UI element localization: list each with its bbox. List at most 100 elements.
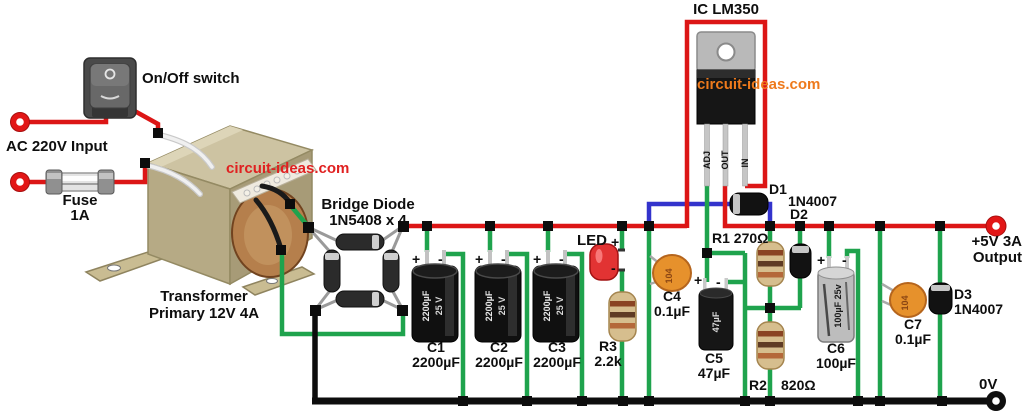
r3-label: R3	[599, 338, 617, 354]
output-rail	[722, 186, 988, 229]
fuse-value: 1A	[70, 207, 90, 224]
terminal-ac-neutral	[10, 172, 30, 192]
resistor-r3	[608, 291, 637, 342]
d1-label: D1	[769, 181, 787, 197]
c3-plus: +	[533, 251, 542, 267]
bridge-label: Bridge Diode	[321, 196, 415, 213]
d1-value: 1N4007	[788, 193, 838, 209]
c4-label: C4	[663, 288, 681, 304]
wires-red	[20, 19, 988, 229]
pin-label-adj: ADJ	[702, 151, 712, 169]
diode-d3	[928, 282, 953, 315]
transformer	[84, 125, 317, 296]
led-minus: -	[611, 260, 616, 276]
c6-minus: -	[842, 252, 847, 268]
c7-body-text: 104	[900, 295, 910, 310]
capacitor-c4: 104	[649, 254, 692, 292]
led	[589, 243, 625, 281]
junction-dots	[140, 128, 947, 406]
capacitor-c1: 2200µF 25 V	[411, 250, 459, 343]
secondary-wire-2	[253, 197, 284, 252]
capacitor-c2: 2200µF 25 V	[474, 250, 522, 343]
pin-label-out: OUT	[720, 150, 730, 170]
c2-minus: -	[501, 251, 506, 267]
c3-minus: -	[559, 251, 564, 267]
bridge-diode-right	[382, 249, 400, 293]
c1-body-text: 2200µF	[421, 290, 431, 321]
d3-label: D3	[954, 286, 972, 302]
c6-label: C6	[827, 340, 845, 356]
ic-label: IC LM350	[693, 1, 759, 18]
d2-label: D2	[790, 206, 808, 222]
c7-value: 0.1µF	[894, 331, 932, 347]
led-label: LED	[577, 232, 607, 249]
output-label: Output	[972, 249, 1022, 266]
c2-plus: +	[475, 251, 484, 267]
c5-value: 47µF	[697, 365, 731, 381]
watermark-right: circuit-ideas.com	[697, 76, 821, 93]
bridge-rectifier	[306, 224, 405, 312]
c6-body-text: 100µF 25v	[833, 284, 843, 327]
ac-input-label: AC 220V Input	[6, 138, 108, 155]
c1-minus: -	[438, 251, 443, 267]
c6-plus: +	[817, 252, 826, 268]
svg-text:25 V: 25 V	[434, 297, 444, 316]
r1-label: R1 270Ω	[712, 230, 769, 246]
pin-label-in: IN	[740, 159, 750, 168]
bridge-diode-left	[323, 249, 341, 293]
c4-value: 0.1µF	[653, 303, 691, 319]
gnd-label: 0V	[979, 376, 998, 393]
c2-body-text: 2200µF	[484, 290, 494, 321]
c1-label: C1	[427, 339, 445, 355]
fuse-label: Fuse	[62, 192, 98, 209]
wire-blue	[646, 201, 773, 226]
r3-value: 2.2k	[594, 353, 622, 369]
c2-value: 2200µF	[475, 354, 523, 370]
c3-body-text: 2200µF	[542, 290, 552, 321]
led-plus: +	[611, 234, 620, 250]
primary-wires	[143, 132, 215, 197]
transformer-label: Transformer	[160, 288, 248, 305]
svg-text:25 V: 25 V	[497, 297, 507, 316]
d3-value: 1N4007	[954, 301, 1004, 317]
fuse	[45, 169, 115, 195]
transformer-spec: Primary 12V 4A	[148, 305, 260, 322]
terminal-output-positive	[985, 215, 1007, 237]
c2-label: C2	[490, 339, 508, 355]
ic-lm350: ADJ OUT IN	[696, 31, 756, 187]
c5-label: C5	[705, 350, 723, 366]
svg-text:25 V: 25 V	[555, 297, 565, 316]
c1-plus: +	[412, 251, 421, 267]
wires-green	[279, 186, 943, 401]
c3-label: C3	[548, 339, 566, 355]
resistor-r1	[756, 241, 785, 287]
c5-minus: -	[716, 274, 721, 290]
diode-d1	[729, 192, 769, 216]
capacitor-c6: 100µF 25v	[817, 256, 855, 343]
bridge-spec: 1N5408 x 4	[329, 212, 407, 229]
c1-value: 2200µF	[412, 354, 460, 370]
terminal-ac-live	[10, 112, 30, 132]
output-voltage-label: +5V 3A	[971, 233, 1022, 250]
c3-value: 2200µF	[533, 354, 581, 370]
c5-plus: +	[694, 272, 703, 288]
capacitor-c3: 2200µF 25 V	[532, 250, 580, 343]
c4-body-text: 104	[664, 268, 674, 283]
diode-d2	[789, 243, 812, 279]
switch-o-marking	[104, 68, 116, 80]
c7-label: C7	[904, 316, 922, 332]
c5-body-text: 47µF	[711, 311, 721, 332]
capacitor-c7: 104	[881, 282, 927, 318]
resistor-r2	[756, 321, 785, 370]
capacitor-c5: 47µF	[698, 278, 734, 351]
ic-loop-wire	[684, 19, 768, 228]
watermark-left: circuit-ideas.com	[226, 160, 350, 177]
r2-value: 820Ω	[781, 377, 816, 393]
switch-label: On/Off switch	[142, 70, 240, 87]
r2-label: R2	[749, 377, 767, 393]
terminal-output-ground	[986, 391, 1006, 411]
c6-value: 100µF	[816, 355, 856, 371]
mounting-hole	[716, 42, 736, 62]
